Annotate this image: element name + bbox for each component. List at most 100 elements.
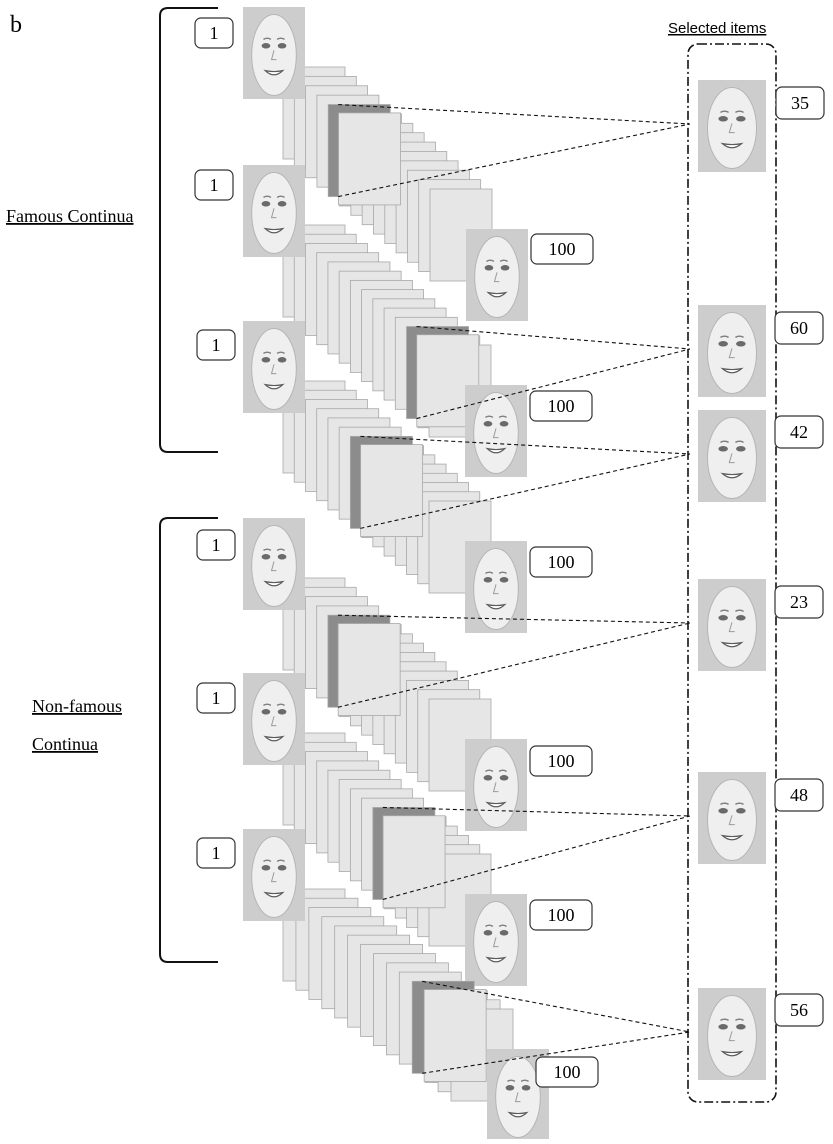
selected-label-box: [775, 86, 825, 120]
selected-label-box: [774, 311, 824, 345]
face-brows: [720, 440, 744, 443]
selected-label: 48: [774, 778, 824, 812]
face-right-eye: [521, 1085, 531, 1091]
start-face: [243, 673, 305, 765]
end-face: [465, 541, 527, 633]
selected-label-text: 42: [790, 422, 808, 442]
face-mouth: [263, 891, 285, 898]
continuum-2: 1 100: [194, 165, 691, 477]
selected-label-box: [774, 585, 824, 619]
selected-label-box: [774, 415, 824, 449]
face-nose: [270, 208, 277, 219]
selected-item-4: 23: [698, 579, 824, 671]
end-label-text: 100: [548, 396, 575, 416]
face-oval: [473, 392, 519, 474]
start-label: 1: [194, 169, 234, 201]
start-label-text: 1: [212, 688, 221, 708]
face-brows: [720, 1018, 744, 1021]
end-label-text: 100: [548, 552, 575, 572]
face-right-eye: [736, 615, 746, 621]
selected-label-text: 35: [791, 93, 809, 113]
face-left-eye: [483, 775, 493, 781]
start-label-box: [196, 529, 236, 561]
face-brows: [263, 859, 285, 862]
selected-item-1: 35: [698, 80, 825, 172]
face-oval: [473, 548, 519, 630]
face-oval: [495, 1056, 541, 1138]
face-brows: [507, 1079, 529, 1082]
face-brows: [720, 802, 744, 805]
face-nose: [728, 1031, 735, 1042]
continuum-5: 1 100: [196, 673, 691, 986]
face-nose: [492, 584, 499, 595]
morph-card: [382, 815, 446, 909]
end-label-box: [535, 1056, 599, 1088]
start-label-text: 1: [210, 23, 219, 43]
selected-item-5: 48: [698, 772, 824, 864]
face-left-eye: [261, 357, 271, 363]
face-mouth: [720, 834, 744, 841]
face-left-eye: [718, 446, 728, 452]
selected-label-box: [774, 993, 824, 1027]
morph-card: [360, 444, 424, 538]
face-right-eye: [277, 554, 287, 560]
face-right-eye: [499, 577, 509, 583]
face-mouth: [720, 367, 744, 374]
face-oval: [251, 328, 297, 410]
face-oval: [251, 14, 297, 96]
face-oval: [707, 312, 757, 394]
face-brows: [263, 37, 285, 40]
face-oval: [707, 87, 757, 169]
face-brows: [485, 415, 507, 418]
start-label-box: [196, 329, 236, 361]
face-left-eye: [483, 421, 493, 427]
face-oval: [707, 417, 757, 499]
face-right-eye: [736, 446, 746, 452]
end-face: [465, 739, 527, 831]
end-face: [465, 385, 527, 477]
face-mouth: [485, 801, 507, 808]
connector-line-bottom: [338, 123, 691, 198]
face-oval: [473, 901, 519, 983]
end-label-text: 100: [548, 751, 575, 771]
face-nose: [728, 123, 735, 134]
face-right-eye: [277, 201, 287, 207]
face-left-eye: [718, 341, 728, 347]
face-mouth: [263, 69, 285, 76]
face-oval: [251, 680, 297, 762]
face-left-eye: [261, 709, 271, 715]
connector-line-top: [337, 614, 691, 624]
face-nose: [728, 453, 735, 464]
continuum-4: 1 100: [196, 518, 691, 831]
face-nose: [492, 937, 499, 948]
end-label: 100: [535, 1056, 599, 1088]
connector-line-bottom: [360, 453, 691, 529]
face-nose: [270, 716, 277, 727]
face-left-eye: [718, 1024, 728, 1030]
end-face: [465, 894, 527, 986]
face-right-eye: [499, 930, 509, 936]
selected-items-box: [687, 43, 777, 1103]
face-mouth: [720, 142, 744, 149]
face-oval: [251, 836, 297, 918]
face-brows: [485, 769, 507, 772]
connector-line-top: [382, 806, 691, 817]
selected-label: 35: [775, 86, 825, 120]
face-right-eye: [736, 341, 746, 347]
face-nose: [270, 561, 277, 572]
start-label: 1: [196, 329, 236, 361]
end-label-box: [529, 899, 593, 931]
face-brows: [720, 335, 744, 338]
selected-face: [698, 579, 766, 671]
face-mouth: [486, 291, 508, 298]
face-nose: [493, 272, 500, 283]
selected-items-header: Selected items: [668, 20, 766, 37]
face-nose: [514, 1092, 521, 1103]
face-oval: [251, 172, 297, 254]
connector-line-top: [422, 980, 691, 1033]
face-brows: [263, 195, 285, 198]
famous-bracket: [159, 7, 218, 453]
face-mouth: [263, 735, 285, 742]
face-brows: [720, 609, 744, 612]
